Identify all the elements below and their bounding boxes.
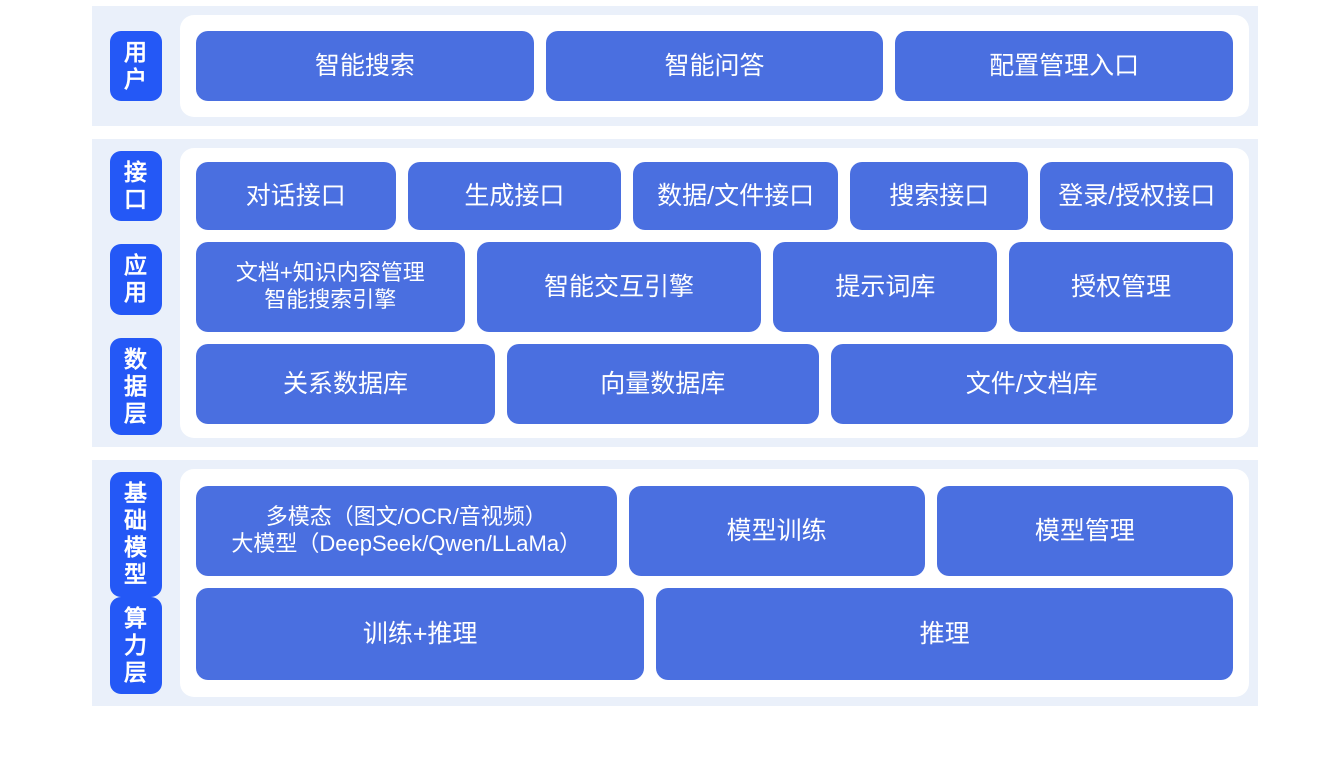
- layer-tag-user[interactable]: 用户: [110, 30, 162, 102]
- box-inference[interactable]: 推理: [656, 587, 1233, 680]
- layer-tag-compute[interactable]: 算力层: [110, 596, 162, 694]
- tag-column-user: 用户: [92, 6, 180, 126]
- box-generation-api[interactable]: 生成接口: [407, 162, 622, 230]
- box-file-document-store[interactable]: 文件/文档库: [830, 344, 1233, 424]
- layer-tag-foundation-model[interactable]: 基础模型: [110, 472, 162, 597]
- layer-tag-compute-label: 算力层: [124, 604, 148, 685]
- box-config-management-entry[interactable]: 配置管理入口: [895, 31, 1234, 101]
- box-document-knowledge-management[interactable]: 文档+知识内容管理 智能搜索引擎: [196, 242, 465, 332]
- layer-tag-interface-label: 接口: [124, 159, 148, 213]
- card-user-layer: 智能搜索 智能问答 配置管理入口: [180, 15, 1249, 117]
- row-interface: 对话接口 生成接口 数据/文件接口 搜索接口 登录/授权接口: [196, 162, 1233, 230]
- box-vector-database[interactable]: 向量数据库: [507, 344, 819, 424]
- section-core-layers: 接口 应用 数据层 对话接口 生成接口 数据/文件接口 搜索接口 登录/授权接口…: [92, 139, 1258, 447]
- card-core-layers: 对话接口 生成接口 数据/文件接口 搜索接口 登录/授权接口 文档+知识内容管理…: [180, 148, 1249, 438]
- box-smart-search[interactable]: 智能搜索: [196, 31, 534, 101]
- box-prompt-library[interactable]: 提示词库: [773, 242, 998, 332]
- box-search-api[interactable]: 搜索接口: [850, 162, 1029, 230]
- layer-tag-application[interactable]: 应用: [110, 244, 162, 315]
- row-user-entries: 智能搜索 智能问答 配置管理入口: [196, 31, 1234, 101]
- box-smart-qa[interactable]: 智能问答: [545, 31, 884, 101]
- row-data-layer: 关系数据库 向量数据库 文件/文档库: [196, 344, 1233, 424]
- box-training-plus-inference[interactable]: 训练+推理: [196, 587, 645, 680]
- box-relational-database[interactable]: 关系数据库: [196, 344, 495, 424]
- layer-tag-data[interactable]: 数据层: [110, 337, 162, 435]
- row-foundation-model: 多模态（图文/OCR/音视频） 大模型（DeepSeek/Qwen/LLaMa）…: [196, 485, 1233, 576]
- tag-column-base: 基础模型 算力层: [92, 460, 180, 706]
- section-user-layer: 用户 智能搜索 智能问答 配置管理入口: [92, 6, 1258, 126]
- layer-tag-application-label: 应用: [124, 252, 148, 306]
- box-authorization-management[interactable]: 授权管理: [1009, 242, 1234, 332]
- tag-column-core: 接口 应用 数据层: [92, 139, 180, 447]
- row-compute-layer: 训练+推理 推理: [196, 587, 1233, 680]
- box-model-management[interactable]: 模型管理: [936, 485, 1233, 576]
- box-model-training[interactable]: 模型训练: [628, 485, 925, 576]
- row-application: 文档+知识内容管理 智能搜索引擎 智能交互引擎 提示词库 授权管理: [196, 242, 1234, 332]
- card-foundation-layers: 多模态（图文/OCR/音视频） 大模型（DeepSeek/Qwen/LLaMa）…: [180, 469, 1249, 697]
- box-login-auth-api[interactable]: 登录/授权接口: [1040, 162, 1233, 230]
- layer-tag-interface[interactable]: 接口: [110, 151, 162, 222]
- layer-tag-foundation-model-label: 基础模型: [124, 480, 148, 588]
- section-foundation-layers: 基础模型 算力层 多模态（图文/OCR/音视频） 大模型（DeepSeek/Qw…: [92, 460, 1258, 706]
- box-dialog-api[interactable]: 对话接口: [196, 162, 396, 230]
- layer-tag-user-label: 用户: [124, 38, 148, 92]
- box-data-file-api[interactable]: 数据/文件接口: [633, 162, 839, 230]
- layer-tag-data-label: 数据层: [124, 345, 148, 426]
- box-multimodal-large-model[interactable]: 多模态（图文/OCR/音视频） 大模型（DeepSeek/Qwen/LLaMa）: [196, 485, 617, 576]
- box-smart-interaction-engine[interactable]: 智能交互引擎: [476, 242, 762, 332]
